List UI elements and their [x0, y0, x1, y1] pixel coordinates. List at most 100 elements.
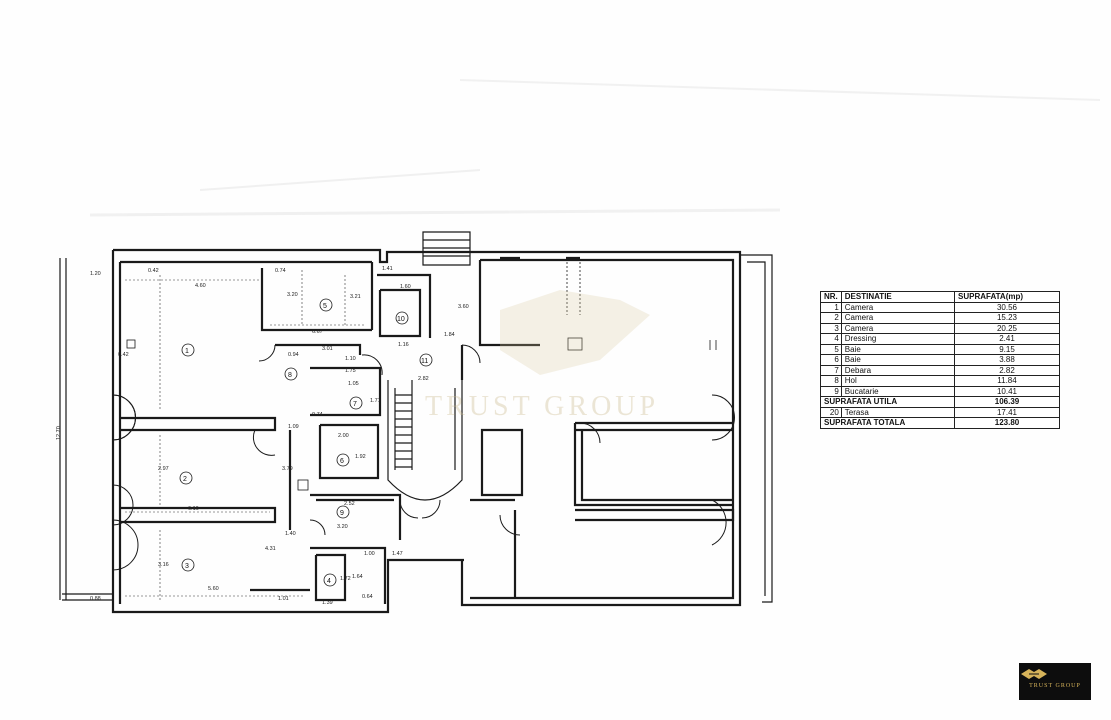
dim-label: 1.00 — [364, 551, 375, 557]
legend-nr: 9 — [820, 385, 842, 397]
legend-util-area: 106.39 — [954, 396, 1060, 408]
legend-terasa-name: Terasa — [840, 406, 956, 418]
legend-total-area: 123.80 — [954, 417, 1060, 429]
room-number-5: 5 — [323, 303, 327, 310]
legend-room-name: Dressing — [840, 333, 956, 345]
watermark: TRUST GROUP — [425, 290, 659, 422]
walls-right — [460, 250, 742, 607]
legend-nr: 2 — [820, 312, 842, 324]
legend-header-suprafata: SUPRAFATA(mp) — [954, 291, 1060, 303]
legend-nr: 20 — [820, 406, 842, 418]
dim-label: 1.09 — [288, 424, 299, 430]
room-number-4: 4 — [327, 578, 331, 585]
trust-group-logo: TRUST GROUP — [1019, 663, 1091, 700]
room-number-7: 7 — [353, 401, 357, 408]
dim-label: 2.97 — [158, 466, 169, 472]
legend-header-destinatie: DESTINATIE — [840, 291, 956, 303]
dim-label: 3.79 — [282, 466, 293, 472]
legend-terasa-row: 20 Terasa 17.41 — [820, 406, 1060, 418]
dim-label: 3.60 — [458, 304, 469, 310]
dim-label: 1.71 — [370, 398, 381, 404]
legend-room-name: Hol — [840, 375, 956, 387]
legend-total-label: SUPRAFATA TOTALA — [820, 417, 955, 429]
legend-room-name: Bucatarie — [840, 385, 956, 397]
room-number-9: 9 — [340, 510, 344, 517]
room-number-6: 6 — [340, 458, 344, 465]
room-number-8: 8 — [288, 372, 292, 379]
dim-label: 4.31 — [265, 546, 276, 552]
dim-label: 1.16 — [398, 342, 409, 348]
dim-label: 0.64 — [362, 594, 373, 600]
room-number-3: 3 — [185, 563, 189, 570]
room-markers — [179, 298, 433, 587]
dim-label: 0.42 — [118, 352, 129, 358]
legend-room-area: 30.56 — [954, 301, 1060, 313]
dim-label: 1.20 — [90, 271, 101, 277]
dim-label: 3.20 — [287, 292, 298, 298]
legend-room-area: 2.41 — [954, 333, 1060, 345]
watermark-text: TRUST GROUP — [425, 391, 659, 422]
legend-util-label: SUPRAFATA UTILA — [820, 396, 955, 408]
legend-terasa-area: 17.41 — [954, 406, 1060, 418]
legend-room-name: Baie — [840, 354, 956, 366]
dim-label: 2.00 — [338, 433, 349, 439]
terrace-outline — [59, 254, 773, 603]
legend-row: 4 Dressing 2.41 — [820, 333, 1060, 345]
legend-room-name: Camera — [840, 312, 956, 324]
legend-nr: 3 — [820, 322, 842, 334]
brand-name: TRUST GROUP — [1029, 683, 1081, 689]
legend-row: 2 Camera 15.23 — [820, 312, 1060, 324]
legend-row: 8 Hol 11.84 — [820, 375, 1060, 387]
dimension-lines — [125, 270, 365, 600]
legend-row: 1 Camera 30.56 — [820, 301, 1060, 313]
legend-room-name: Camera — [840, 322, 956, 334]
dim-label: 1.39 — [322, 600, 333, 606]
room-numbers: 1 2 3 4 5 6 7 8 9 10 11 — [183, 303, 428, 585]
legend-header-nr: NR. — [820, 291, 842, 303]
walls — [111, 248, 472, 614]
dim-label: 1.72 — [340, 576, 351, 582]
legend-row: 3 Camera 20.25 — [820, 322, 1060, 334]
dim-label: 1.64 — [352, 574, 363, 580]
dim-label: 0.88 — [90, 596, 101, 602]
dim-label: 3.21 — [350, 294, 361, 300]
dim-label: 1.41 — [382, 266, 393, 272]
dim-label: 2.52 — [344, 501, 355, 507]
legend-room-name: Debara — [840, 364, 956, 376]
dim-label: 0.74 — [275, 268, 286, 274]
dim-label: 0.74 — [312, 412, 323, 418]
legend-row: 5 Baie 9.15 — [820, 343, 1060, 355]
dim-label: 1.47 — [392, 551, 403, 557]
dim-label: 2.82 — [418, 376, 429, 382]
dim-label: 5.60 — [208, 586, 219, 592]
legend-nr: 1 — [820, 301, 842, 313]
legend-room-area: 10.41 — [954, 385, 1060, 397]
legend-nr: 8 — [820, 375, 842, 387]
legend-room-name: Baie — [840, 343, 956, 355]
dim-label: 4.60 — [195, 283, 206, 289]
legend-util-row: SUPRAFATA UTILA 106.39 — [820, 396, 1060, 408]
legend-room-name: Camera — [840, 301, 956, 313]
room-number-11: 11 — [421, 358, 428, 365]
legend-room-area: 15.23 — [954, 312, 1060, 324]
dim-label: 1.84 — [444, 332, 455, 338]
fixtures — [126, 262, 717, 491]
scan-noise — [89, 79, 1101, 217]
legend-row: 7 Debara 2.82 — [820, 364, 1060, 376]
legend-nr: 5 — [820, 343, 842, 355]
dim-label: 0.94 — [288, 352, 299, 358]
dim-label: 1.60 — [400, 284, 411, 290]
legend-nr: 7 — [820, 364, 842, 376]
legend-room-area: 20.25 — [954, 322, 1060, 334]
staircase — [387, 231, 471, 501]
dim-label: 6.67 — [312, 329, 323, 335]
dim-label: 1.05 — [348, 381, 359, 387]
legend-row: 6 Baie 3.88 — [820, 354, 1060, 366]
dim-label: 1.10 — [345, 356, 356, 362]
legend-room-area: 2.82 — [954, 364, 1060, 376]
legend-nr: 4 — [820, 333, 842, 345]
legend-nr: 6 — [820, 354, 842, 366]
dim-label: 3.20 — [337, 524, 348, 530]
